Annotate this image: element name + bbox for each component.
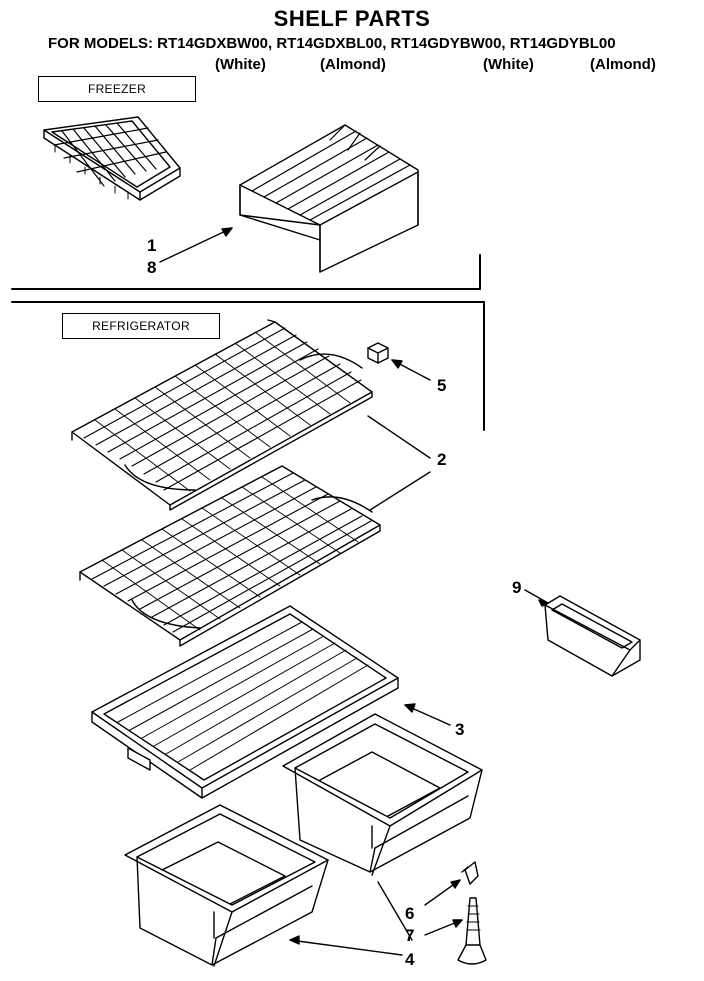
callout-9: 9 [512, 578, 522, 597]
freezer-section-label: FREEZER [38, 76, 196, 102]
page-title: SHELF PARTS [273, 6, 431, 31]
finish-label-3: (White) [483, 56, 534, 73]
finish-label-4: (Almond) [590, 56, 656, 73]
freezer-shelf-part [240, 125, 418, 272]
caster-part [462, 862, 478, 884]
leveling-leg-part [458, 898, 486, 964]
section-dividers [12, 255, 484, 430]
wire-shelf-lower-part [80, 466, 380, 646]
callout-7: 7 [405, 926, 415, 945]
callout-1: 1 [147, 236, 157, 255]
ice-cube-tray-part [44, 117, 180, 200]
callout-6: 6 [405, 904, 415, 923]
finish-label-2: (Almond) [320, 56, 386, 73]
finish-label-1: (White) [215, 56, 266, 73]
door-bin-part [545, 596, 640, 676]
callout-8: 8 [147, 258, 157, 277]
refrigerator-section-label: REFRIGERATOR [62, 313, 220, 339]
callout-5: 5 [437, 376, 447, 395]
crisper-drawer-lower-part [125, 805, 328, 966]
wire-shelf-upper-part [72, 320, 372, 510]
crisper-cover-part [92, 606, 398, 798]
crisper-drawer-upper-part [283, 714, 482, 875]
callout-2: 2 [437, 450, 447, 469]
callout-3: 3 [455, 720, 465, 739]
shelf-bracket-part [368, 343, 388, 363]
models-line: FOR MODELS: RT14GDXBW00, RT14GDXBL00, RT… [48, 35, 616, 52]
callout-4: 4 [405, 950, 415, 969]
